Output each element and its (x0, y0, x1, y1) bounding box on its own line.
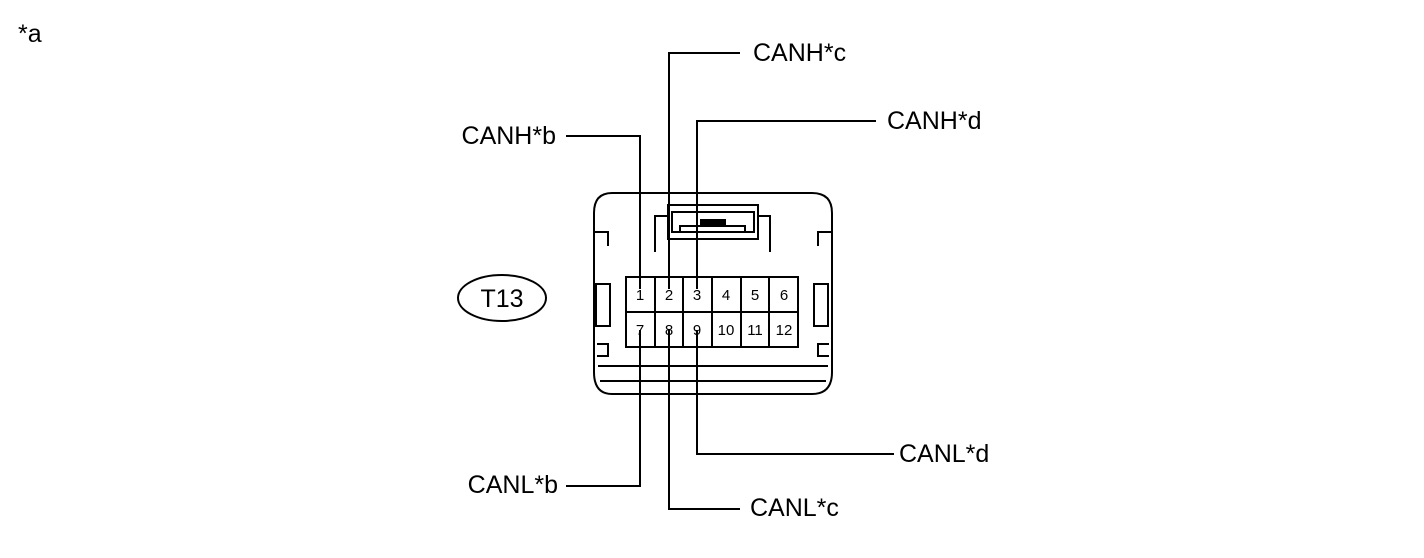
connector-id-text: T13 (480, 285, 523, 313)
leader-canl-c (668, 330, 740, 510)
label-canh-c: CANH*c (753, 39, 846, 67)
pin-3: 3 (693, 287, 701, 304)
leader-canl-d (696, 330, 894, 455)
leader-canh-c (668, 52, 740, 289)
figure-marker: *a (18, 20, 42, 48)
label-canl-d: CANL*d (899, 440, 989, 468)
pin-10: 10 (718, 322, 735, 339)
leader-lines (566, 52, 894, 510)
signal-labels: CANH*b CANH*c CANH*d CANL*b CANL*c CANL*… (462, 39, 990, 522)
pin-row-top: 1 2 3 4 5 6 (636, 287, 788, 304)
connector-id-badge: T13 (457, 274, 547, 322)
leader-canl-b (566, 330, 641, 487)
label-canh-d: CANH*d (887, 107, 981, 135)
pin-5: 5 (751, 287, 759, 304)
connector-body (593, 192, 833, 395)
label-canh-b: CANH*b (462, 122, 556, 150)
pin-4: 4 (722, 287, 730, 304)
pin-2: 2 (665, 287, 673, 304)
label-canl-b: CANL*b (468, 471, 558, 499)
pin-12: 12 (776, 322, 793, 339)
leader-canh-b (566, 135, 641, 289)
leader-canh-d (696, 120, 876, 289)
pin-6: 6 (780, 287, 788, 304)
pin-1: 1 (636, 287, 644, 304)
pin-11: 11 (747, 322, 763, 339)
label-canl-c: CANL*c (750, 494, 839, 522)
